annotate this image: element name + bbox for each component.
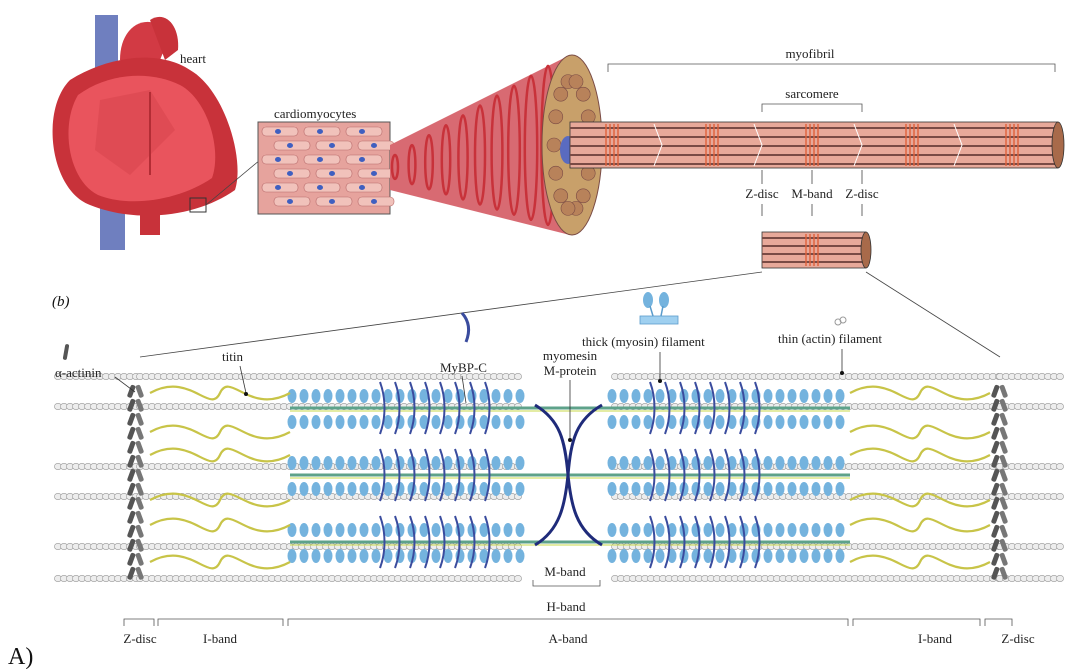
sarcomere-label: sarcomere [785,86,839,101]
thick-filament-label: thick (myosin) filament [582,334,705,349]
mband-label: M-band [791,186,833,201]
alpha-actinin-label: α-actinin [55,365,102,380]
mybpc-icon [462,313,469,342]
myofibril-illustration [570,122,1064,168]
bottom-aband: A-band [549,631,588,646]
band-brackets [124,619,1012,626]
sarcomere-bracket [762,104,862,112]
cardiomyocytes-tissue [258,122,394,214]
panel-b-label: (b) [52,294,70,310]
m-band-inner-label: M-band [544,564,586,579]
zdisc-right-label: Z-disc [845,186,878,201]
thin-filament-icon [835,317,846,325]
single-sarcomere [762,232,871,268]
alpha-actinin-icon [63,344,70,360]
m-protein-label: M-protein [544,363,597,378]
heart-label: heart [180,51,206,66]
panel-a-label: A) [8,644,33,669]
bottom-zdisc-right: Z-disc [1001,631,1034,646]
thick-filament-icon [640,292,678,324]
myofibril-label: myofibril [785,46,834,61]
titin-label: titin [222,349,243,364]
bottom-iband-right: I-band [918,631,952,646]
h-band-bracket [533,580,600,586]
thin-filament-label: thin (actin) filament [778,331,882,346]
zdisc-left-label: Z-disc [745,186,778,201]
h-band-label: H-band [547,599,586,614]
myomesin-label: myomesin [543,348,598,363]
bottom-iband-left: I-band [203,631,237,646]
mybpc-label: MyBP-C [440,360,487,375]
myofibril-bracket [608,64,1055,72]
cardiomyocytes-label: cardiomyocytes [274,106,356,121]
bottom-zdisc-left: Z-disc [123,631,156,646]
heart-illustration [53,15,260,250]
sarcomere-molecular-detail [54,373,1063,581]
